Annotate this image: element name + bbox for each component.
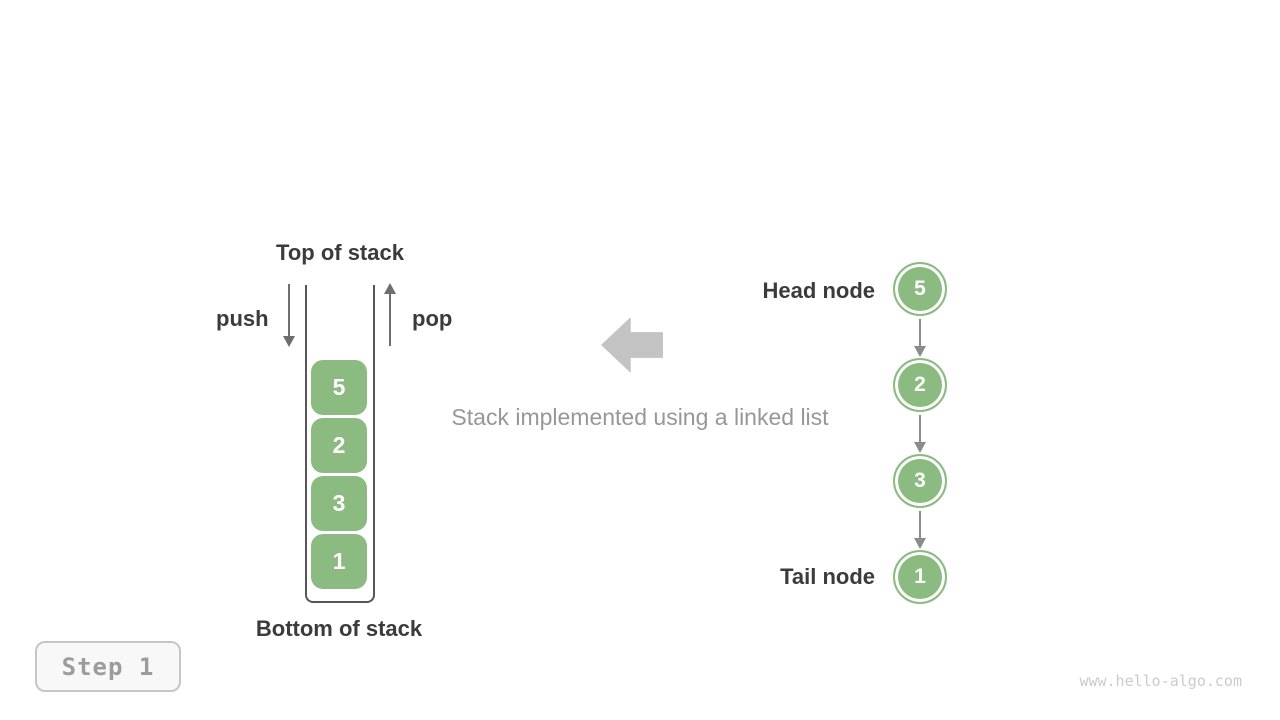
push-arrowhead: [283, 336, 295, 347]
connector-arrowhead: [914, 538, 926, 549]
linked-list-node: 2: [893, 358, 947, 412]
stack-element: 2: [311, 418, 367, 473]
connector-line: [919, 319, 921, 347]
connector-arrowhead: [914, 442, 926, 453]
node-connector-arrow-icon: [914, 415, 926, 453]
push-arrow-down-icon: [283, 284, 295, 347]
left-block-arrow-icon: [601, 317, 663, 373]
step-badge: Step 1: [35, 641, 181, 692]
pop-arrow-line: [389, 294, 391, 346]
node-connector-arrow-icon: [914, 319, 926, 357]
stack-element: 5: [311, 360, 367, 415]
watermark: www.hello-algo.com: [1079, 672, 1242, 690]
linked-list-node: 5: [893, 262, 947, 316]
connector-line: [919, 511, 921, 539]
tail-node-label: Tail node: [780, 564, 875, 589]
pop-arrowhead: [384, 283, 396, 294]
linked-list-node: 3: [893, 454, 947, 508]
linked-list-node: 1: [893, 550, 947, 604]
stack-element: 3: [311, 476, 367, 531]
push-label: push: [216, 306, 269, 331]
figure-caption: Stack implemented using a linked list: [451, 404, 829, 430]
push-arrow-line: [288, 284, 290, 336]
connector-arrowhead: [914, 346, 926, 357]
stack-container: [305, 285, 375, 603]
pop-label: pop: [412, 306, 453, 331]
connector-line: [919, 415, 921, 443]
node-connector-arrow-icon: [914, 511, 926, 549]
stack-element: 1: [311, 534, 367, 589]
top-of-stack-label: Top of stack: [276, 240, 404, 265]
head-node-label: Head node: [762, 278, 875, 303]
pop-arrow-up-icon: [384, 283, 396, 346]
bottom-of-stack-label: Bottom of stack: [255, 616, 423, 641]
